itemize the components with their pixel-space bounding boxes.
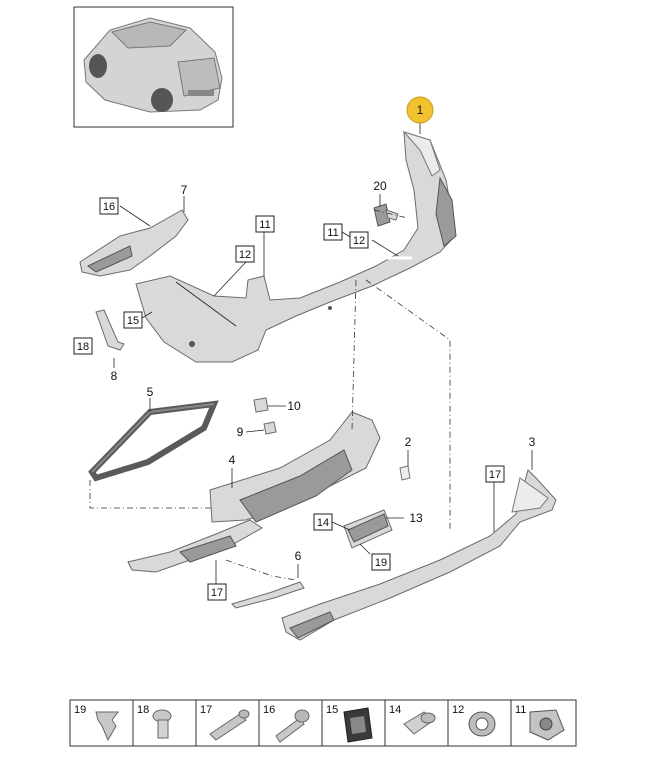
svg-text:17: 17	[211, 587, 223, 599]
clip-parts	[253, 397, 277, 435]
trim-strip	[231, 581, 305, 609]
callout-9[interactable]: 9	[237, 425, 244, 439]
svg-text:18: 18	[77, 341, 89, 353]
callout-2[interactable]: 2	[405, 435, 412, 449]
strip-cell-14[interactable]: 14	[384, 699, 449, 747]
callout-3[interactable]: 3	[529, 435, 536, 449]
callout-1-label: 1	[417, 103, 424, 117]
boxed-callout-11-top[interactable]: 11	[255, 215, 275, 233]
svg-text:12: 12	[452, 704, 464, 716]
svg-text:15: 15	[127, 315, 139, 327]
callout-4[interactable]: 4	[229, 453, 236, 467]
svg-text:19: 19	[375, 557, 387, 569]
svg-text:14: 14	[317, 517, 329, 529]
nut-clip-icon	[343, 707, 373, 743]
assembly-lines	[89, 209, 451, 581]
svg-text:15: 15	[326, 704, 338, 716]
callout-1[interactable]: 1	[406, 96, 434, 124]
car-thumbnail	[73, 6, 234, 128]
callout-5[interactable]: 5	[147, 385, 154, 399]
boxed-callout-17-right[interactable]: 17	[485, 465, 505, 483]
lower-diffuser	[281, 469, 557, 641]
svg-text:12: 12	[239, 249, 251, 261]
bumper-carrier	[127, 411, 381, 573]
callout-6[interactable]: 6	[295, 549, 302, 563]
boxed-callout-12-right[interactable]: 12	[349, 231, 369, 249]
plain-callouts: 7 8 20 5 10 9 2 4 3 13 6	[111, 179, 536, 563]
svg-text:16: 16	[263, 704, 275, 716]
strip-cell-19[interactable]: 19	[69, 699, 134, 747]
svg-text:11: 11	[327, 227, 338, 239]
left-bracket	[79, 209, 189, 277]
boxed-callouts: 16 11 12 11 12 15 18 17	[73, 197, 505, 601]
callout-20[interactable]: 20	[373, 179, 387, 193]
boxed-callout-14[interactable]: 14	[313, 513, 333, 531]
strip-cell-17[interactable]: 17	[195, 699, 260, 747]
svg-text:11: 11	[515, 704, 526, 716]
svg-text:19: 19	[74, 704, 86, 716]
boxed-callout-12-left[interactable]: 12	[235, 245, 255, 263]
leader-lines	[113, 122, 533, 584]
guide-piece	[95, 309, 125, 351]
clip-icon	[95, 711, 119, 742]
strip-cell-15[interactable]: 15	[321, 699, 386, 747]
svg-text:16: 16	[103, 201, 115, 213]
screw-icon	[275, 709, 310, 743]
plate-holder	[343, 509, 393, 549]
small-cap	[399, 465, 411, 481]
reflector-frame	[88, 400, 219, 482]
boxed-callout-17-left[interactable]: 17	[207, 583, 227, 601]
svg-text:17: 17	[489, 469, 501, 481]
boxed-callout-15[interactable]: 15	[123, 311, 143, 329]
strip-cell-11[interactable]: 11	[510, 699, 577, 747]
strip-cell-16[interactable]: 16	[258, 699, 323, 747]
bumper-cover	[135, 130, 457, 363]
callout-7[interactable]: 7	[181, 183, 188, 197]
strip-cell-12[interactable]: 12	[447, 699, 512, 747]
boxed-callout-19[interactable]: 19	[371, 553, 391, 571]
svg-text:11: 11	[259, 219, 270, 231]
strip-cell-18[interactable]: 18	[132, 699, 197, 747]
spacer-icon	[403, 711, 436, 735]
car-thumbnail-icon	[83, 17, 223, 113]
svg-text:18: 18	[137, 704, 149, 716]
sensor-holder-icon	[529, 709, 565, 741]
sensor-holder	[373, 203, 399, 227]
rivet-icon	[209, 709, 250, 741]
bolt-icon	[152, 709, 172, 739]
svg-text:17: 17	[200, 704, 212, 716]
grommet-icon	[468, 711, 496, 737]
callout-10[interactable]: 10	[287, 399, 301, 413]
boxed-callout-11-right[interactable]: 11	[323, 223, 343, 241]
callout-13[interactable]: 13	[409, 511, 423, 525]
boxed-callout-16[interactable]: 16	[99, 197, 119, 215]
parts-strip: 19 18 17 16	[69, 699, 577, 747]
callout-8[interactable]: 8	[111, 369, 118, 383]
svg-text:12: 12	[353, 235, 365, 247]
svg-text:14: 14	[389, 704, 401, 716]
boxed-callout-18[interactable]: 18	[73, 337, 93, 355]
